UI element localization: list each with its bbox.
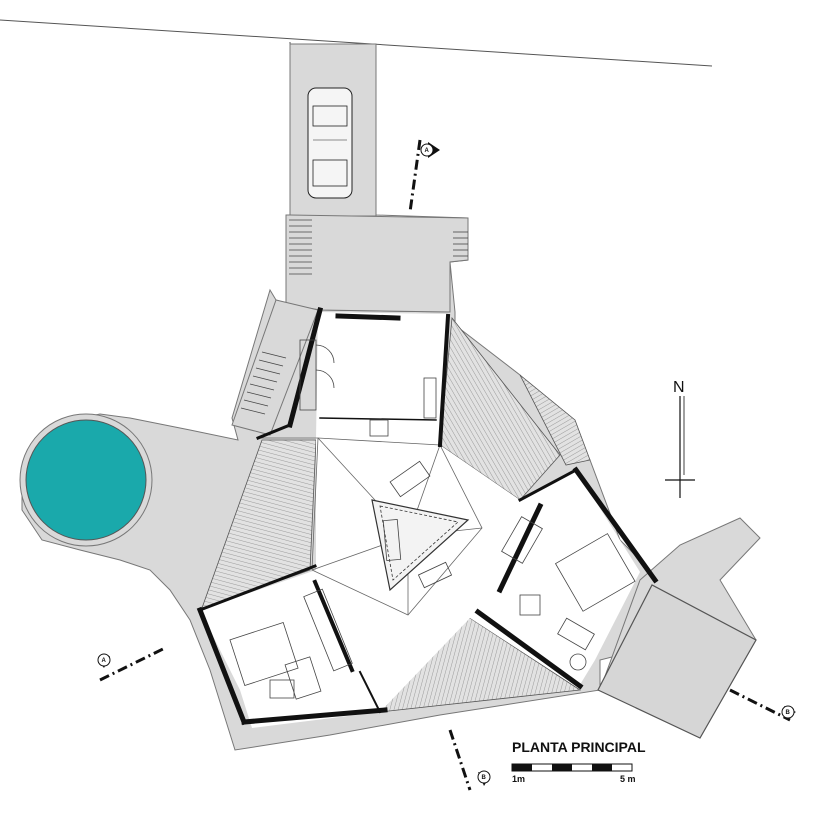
svg-text:N: N	[673, 379, 685, 396]
stairs-left	[240, 351, 287, 415]
svg-text:B: B	[786, 710, 791, 716]
north-arrow: N	[665, 379, 695, 498]
svg-text:A: A	[425, 148, 430, 154]
section-marker-a-top: A	[420, 142, 440, 158]
svg-text:B: B	[482, 775, 487, 781]
car-icon	[307, 87, 353, 199]
plan-title: PLANTA PRINCIPAL	[512, 739, 646, 755]
triangular-patio	[371, 499, 470, 592]
pool	[19, 413, 153, 547]
sofa-icon	[382, 460, 453, 589]
svg-text:A: A	[102, 658, 107, 664]
walls	[196, 306, 659, 726]
bedroom	[229, 588, 353, 700]
scale-bar: 1m 5 m	[511, 763, 636, 784]
stairs-top	[289, 219, 468, 275]
section-marker-a-left: A	[97, 653, 111, 668]
section-marker-b-right: B	[781, 705, 796, 719]
svg-text:5 m: 5 m	[620, 774, 636, 784]
section-marker-b-bottom: B	[477, 770, 491, 786]
section-lines	[99, 139, 791, 791]
svg-text:PLANTA PRINCIPAL: PLANTA PRINCIPAL	[512, 739, 646, 755]
right-bedroom	[501, 516, 636, 671]
svg-text:1m: 1m	[512, 774, 525, 784]
hatched-terraces	[201, 316, 591, 713]
kitchen-counter	[299, 339, 437, 437]
